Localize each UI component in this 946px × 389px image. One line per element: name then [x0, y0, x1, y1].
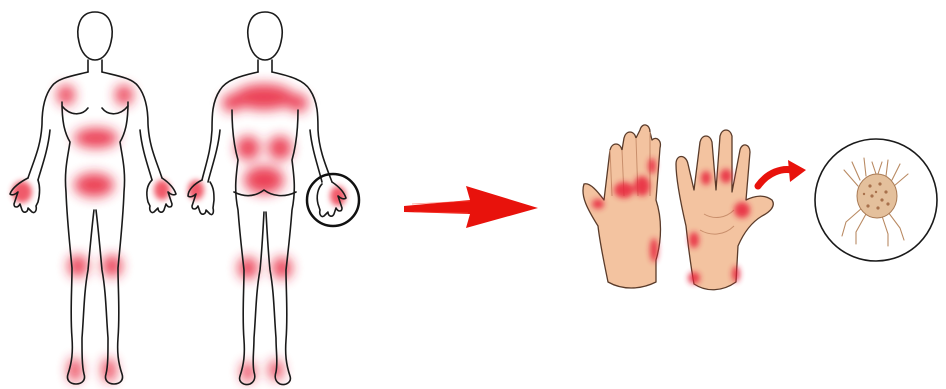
rash-right-foot — [102, 358, 116, 382]
hands-with-rash-icon — [583, 125, 773, 290]
rash-left-shoulder — [57, 85, 75, 105]
rash-right-knee-back — [272, 257, 292, 279]
rash-upper-back — [234, 84, 294, 110]
rash-lower-back-left — [236, 136, 260, 160]
body-front — [10, 12, 176, 384]
hand-palm-view — [676, 130, 773, 290]
rash-left-knee-back — [238, 257, 258, 279]
body-front-outline — [10, 12, 176, 384]
rash-left-foot — [68, 358, 82, 382]
scabies-mite-icon — [815, 139, 937, 261]
rash-groin — [74, 173, 114, 197]
rash-lower-back-right — [268, 136, 292, 160]
rash-right-shoulder — [115, 85, 133, 105]
rash-back — [222, 84, 308, 382]
rash-waist — [74, 128, 118, 148]
curved-red-arrow-icon — [758, 160, 806, 186]
red-arrow-icon — [404, 186, 538, 228]
body-back-outline — [188, 12, 346, 385]
body-back — [188, 12, 359, 385]
